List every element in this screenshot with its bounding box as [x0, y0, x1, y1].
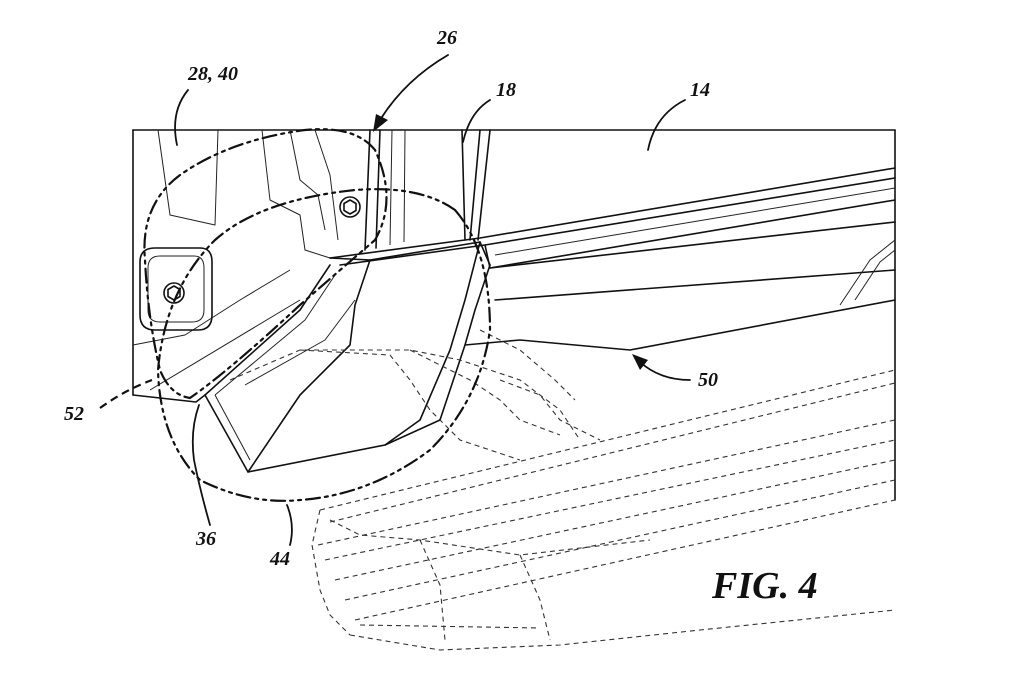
figure-label: FIG. 4	[711, 565, 818, 607]
ref-18: 18	[496, 79, 516, 101]
ref-52: 52	[64, 403, 84, 425]
body-structure-left	[133, 130, 338, 345]
leader-28-40	[175, 90, 188, 145]
leader-50	[632, 354, 690, 380]
ref-44: 44	[269, 548, 290, 570]
ref-36: 36	[195, 528, 216, 550]
phantom-boundary-44	[158, 189, 490, 501]
leader-18	[463, 100, 490, 142]
leader-14	[648, 100, 685, 150]
leader-26	[373, 55, 448, 132]
body-panel-outline	[133, 130, 895, 500]
ref-28-40: 28, 40	[187, 63, 238, 85]
ref-14: 14	[690, 79, 710, 101]
ref-50: 50	[698, 369, 718, 391]
leader-52	[100, 380, 152, 408]
running-board-beam	[330, 168, 895, 350]
ref-26: 26	[436, 27, 457, 49]
leader-44	[287, 505, 292, 545]
leader-36	[193, 405, 210, 525]
fastener-upper	[340, 197, 360, 217]
